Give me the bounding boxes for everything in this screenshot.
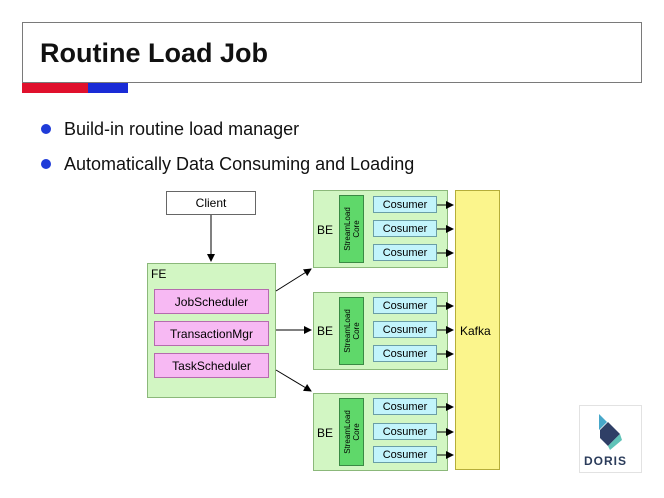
consumer-2-3: Cosumer — [373, 345, 437, 362]
be-label-2: BE — [317, 324, 334, 338]
kafka-label: Kafka — [460, 324, 491, 338]
consumer-2-2: Cosumer — [373, 321, 437, 338]
bullet-text-1: Build-in routine load manager — [64, 119, 300, 139]
fe-label: FE — [151, 267, 167, 281]
consumer-1-3: Cosumer — [373, 244, 437, 261]
fe-module-transactionmgr: TransactionMgr — [154, 321, 269, 346]
doris-logo — [579, 405, 642, 473]
logo-shape-left — [599, 414, 607, 430]
arrow-fe-to-be-3 — [275, 369, 312, 392]
bullet-dot-1 — [41, 124, 51, 134]
doris-logo-text: DORIS — [584, 454, 628, 468]
arrow-fe-to-be-1 — [275, 268, 312, 292]
be-label-1: BE — [317, 223, 334, 237]
consumer-2-1: Cosumer — [373, 297, 437, 314]
accent-bar-blue — [88, 83, 128, 93]
be-label-3: BE — [317, 426, 334, 440]
consumer-3-2: Cosumer — [373, 423, 437, 440]
streamload-core-3: StreamLoad Core — [339, 398, 364, 466]
streamload-core-1: StreamLoad Core — [339, 195, 364, 263]
bullet-dot-2 — [41, 159, 51, 169]
kafka-node — [455, 190, 500, 470]
fe-module-taskscheduler: TaskScheduler — [154, 353, 269, 378]
client-node: Client — [166, 191, 256, 215]
consumer-3-3: Cosumer — [373, 446, 437, 463]
consumer-1-1: Cosumer — [373, 196, 437, 213]
consumer-1-2: Cosumer — [373, 220, 437, 237]
consumer-3-1: Cosumer — [373, 398, 437, 415]
streamload-core-2: StreamLoad Core — [339, 297, 364, 365]
title-box — [22, 22, 642, 83]
logo-shape-right — [608, 434, 622, 450]
accent-bar-red — [22, 83, 88, 93]
bullet-text-2: Automatically Data Consuming and Loading — [64, 154, 415, 174]
doris-logo-icon — [599, 414, 622, 450]
slide-title: Routine Load Job — [40, 38, 268, 68]
fe-module-jobscheduler: JobScheduler — [154, 289, 269, 314]
logo-shape-center — [600, 422, 620, 446]
